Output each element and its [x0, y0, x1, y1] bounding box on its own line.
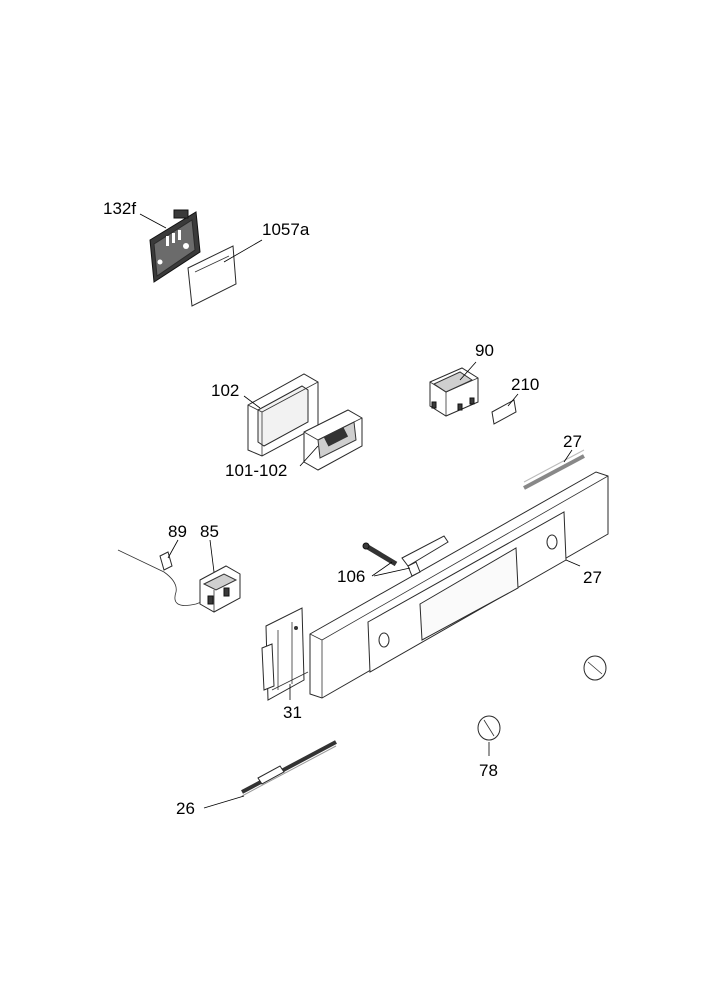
label-27-panel: 27: [583, 568, 602, 587]
label-210: 210: [511, 375, 540, 394]
label-89: 89: [168, 522, 187, 541]
label-101-102: 101-102: [225, 461, 288, 480]
label-102: 102: [211, 381, 240, 400]
part-101-102-display-module[interactable]: [303, 409, 363, 471]
label-132f: 132f: [103, 199, 137, 218]
label-106: 106: [337, 567, 366, 586]
part-90-selector-switch[interactable]: [429, 367, 479, 417]
label-27-strip: 27: [563, 432, 582, 451]
label-90: 90: [475, 341, 494, 360]
label-85: 85: [200, 522, 219, 541]
part-1057a-insulation-plate[interactable]: [187, 245, 237, 307]
part-106-indicator-assembly[interactable]: [362, 535, 449, 577]
label-78: 78: [479, 761, 498, 780]
part-210-bracket[interactable]: [491, 399, 517, 425]
part-27-control-panel[interactable]: [309, 471, 609, 699]
part-31-side-bracket[interactable]: [261, 607, 309, 701]
part-78-control-knob[interactable]: [477, 715, 501, 741]
leader-lines: [139, 213, 581, 809]
label-1057a: 1057a: [262, 220, 310, 239]
part-132f-circuit-board[interactable]: [149, 209, 201, 283]
part-26-rail[interactable]: [241, 740, 337, 797]
label-26: 26: [176, 799, 195, 818]
part-89-thermostat-sensor[interactable]: [117, 549, 213, 606]
control-knob-right[interactable]: [583, 655, 607, 681]
part-85-thermostat[interactable]: [199, 565, 241, 613]
label-31: 31: [283, 703, 302, 722]
part-27-trim-strip[interactable]: [523, 449, 585, 490]
